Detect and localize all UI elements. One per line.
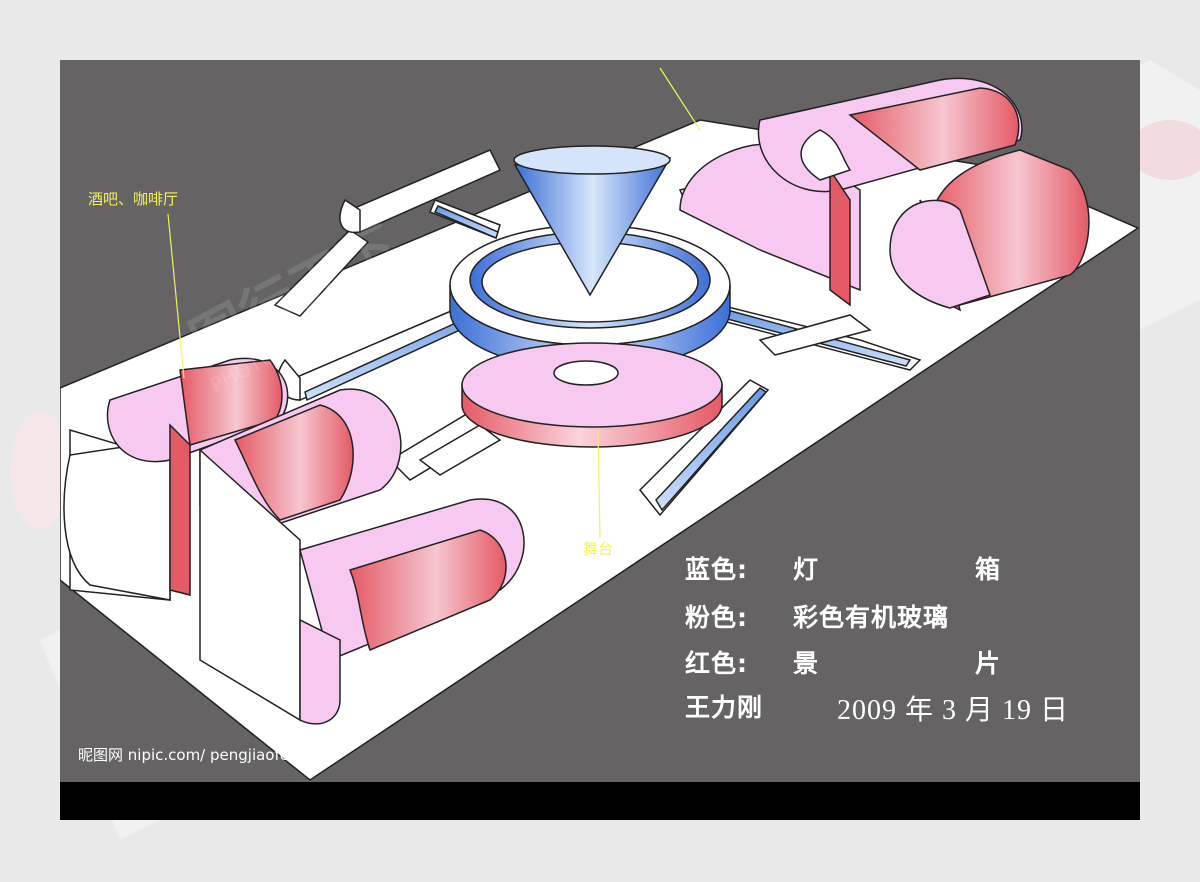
venue-diagram xyxy=(60,67,1140,781)
annotation-stage: 舞台 xyxy=(583,540,614,558)
site-credit: 昵图网 nipic.com/ pengjiaofengl985 xyxy=(78,746,341,764)
legend-pink-value: 彩色有机玻璃 xyxy=(793,603,950,632)
legend-red: 红色: 景 片 xyxy=(685,644,1000,680)
legend-red-value2: 片 xyxy=(975,649,1002,678)
legend-pink: 粉色: 彩色有机玻璃 xyxy=(685,598,948,634)
seating-left xyxy=(63,357,525,725)
legend-red-key: 红色: xyxy=(685,649,748,678)
author-date: 2009 年 3 月 19 日 xyxy=(837,695,1070,726)
author-name: 王力刚 xyxy=(685,693,764,722)
leader-lines xyxy=(167,67,701,539)
watermark: 图行天下 PHOTOPHOTO.CN xyxy=(180,214,408,398)
bottom-bar xyxy=(60,782,1140,820)
seating-right xyxy=(679,77,1090,312)
diagram-panel: 图行天下 PHOTOPHOTO.CN 酒吧、咖啡厅 舞台 蓝色: 灯 箱 粉色:… xyxy=(60,60,1140,820)
legend-pink-key: 粉色: xyxy=(685,603,748,632)
annotation-bar-cafe: 酒吧、咖啡厅 xyxy=(88,190,179,208)
legend-red-value: 景 xyxy=(793,649,820,678)
stage-platform xyxy=(461,342,723,448)
legend-blue-value2: 箱 xyxy=(975,555,1002,584)
legend-blue: 蓝色: 灯 箱 xyxy=(685,550,1000,586)
legend-blue-value: 灯 xyxy=(793,555,820,584)
legend-blue-key: 蓝色: xyxy=(685,555,748,584)
author-line: 王力刚 2009 年 3 月 19 日 xyxy=(685,688,1068,726)
funnel-lightbox xyxy=(513,145,672,297)
